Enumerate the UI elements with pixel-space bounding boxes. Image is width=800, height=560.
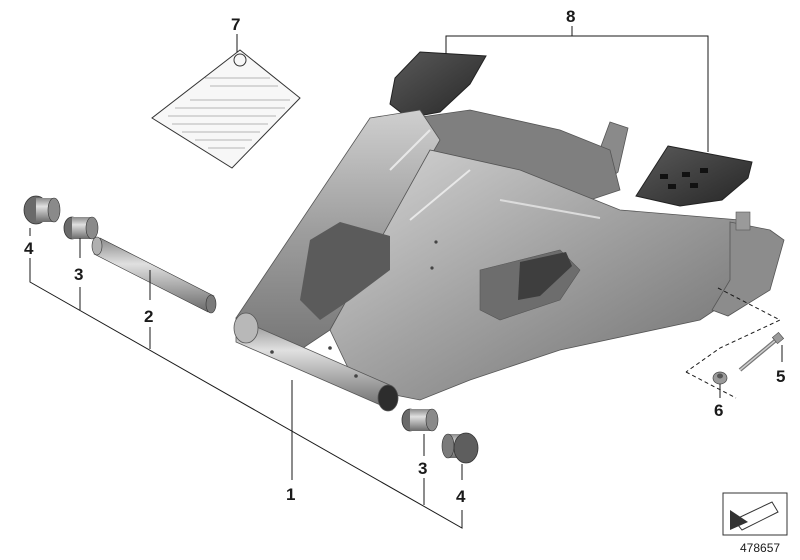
pivot-tube xyxy=(91,236,217,314)
leader-lines xyxy=(29,26,783,529)
callout-3-left: 3 xyxy=(74,265,83,284)
orientation-arrow-icon xyxy=(722,492,788,536)
flange-bushing-left xyxy=(23,195,61,225)
callout-4-right: 4 xyxy=(456,487,466,506)
bushing-right xyxy=(401,408,439,432)
callout-5: 5 xyxy=(776,367,785,386)
chain-guard-cover-top xyxy=(389,51,487,119)
bushing-left xyxy=(63,216,99,240)
callout-2: 2 xyxy=(144,307,153,326)
callout-6: 6 xyxy=(714,401,723,420)
bolt xyxy=(738,331,785,372)
callout-1: 1 xyxy=(286,485,295,504)
nut xyxy=(712,371,728,385)
callout-7: 7 xyxy=(231,15,240,34)
warning-label-sticker xyxy=(151,49,301,169)
chain-guard-cover-side xyxy=(635,145,753,207)
diagram-number: 478657 xyxy=(740,541,780,555)
callout-8: 8 xyxy=(566,7,575,26)
callout-3-right: 3 xyxy=(418,459,427,478)
callout-4-left: 4 xyxy=(24,239,34,258)
swingarm-frame xyxy=(233,109,785,412)
flange-bushing-right xyxy=(441,432,479,464)
